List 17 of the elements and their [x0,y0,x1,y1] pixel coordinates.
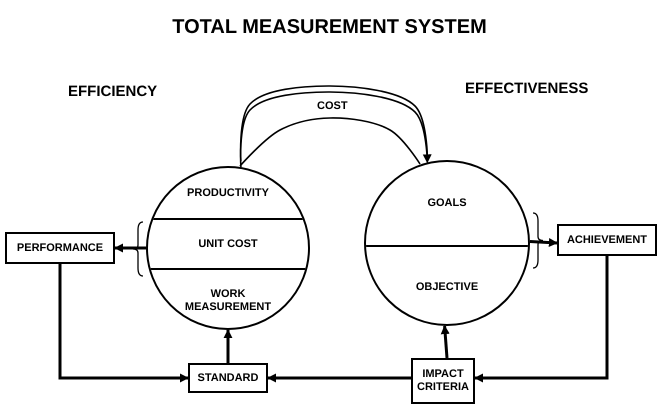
edge-label: COST [316,100,349,112]
process-box [411,358,475,404]
section-heading: EFFECTIVENESS [465,80,588,97]
node-label: GOALS [427,197,467,210]
node-label: PRODUCTIVITY [187,186,269,200]
node-label: PERFORMANCE [16,242,104,254]
process-box [557,224,657,256]
process-box [5,232,115,264]
section-heading: EFFICIENCY [68,83,158,100]
process-box [188,363,268,393]
node-label: ACHIEVEMENT [566,234,648,246]
node-label: STANDARD [198,372,258,384]
node-label: WORK MEASUREMENT [184,288,272,314]
node-label: UNIT COST [198,238,258,250]
node-label: OBJECTIVE [416,281,478,294]
node-label: IMPACT CRITERIA [416,368,470,394]
title: TOTAL MEASUREMENT SYSTEM [171,16,488,39]
